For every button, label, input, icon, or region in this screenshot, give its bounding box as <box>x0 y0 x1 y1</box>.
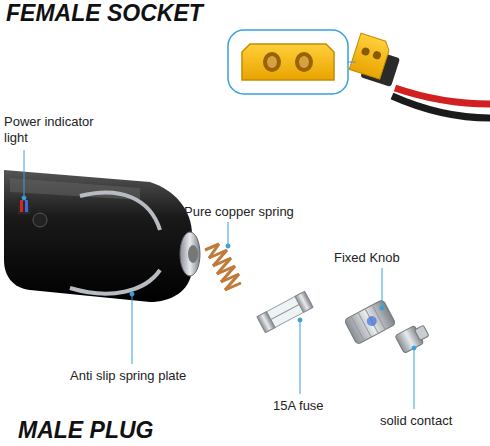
heading: MALE PLUG <box>18 416 153 444</box>
heading: FEMALE SOCKET <box>6 0 203 27</box>
part-label: Pure copper spring <box>184 204 294 220</box>
part-label: Fixed Knob <box>334 250 400 266</box>
part-label: solid contact <box>380 413 452 429</box>
part-label: Anti slip spring plate <box>70 368 186 384</box>
part-label: 15A fuse <box>273 398 324 414</box>
part-label: Power indicator light <box>4 114 114 146</box>
